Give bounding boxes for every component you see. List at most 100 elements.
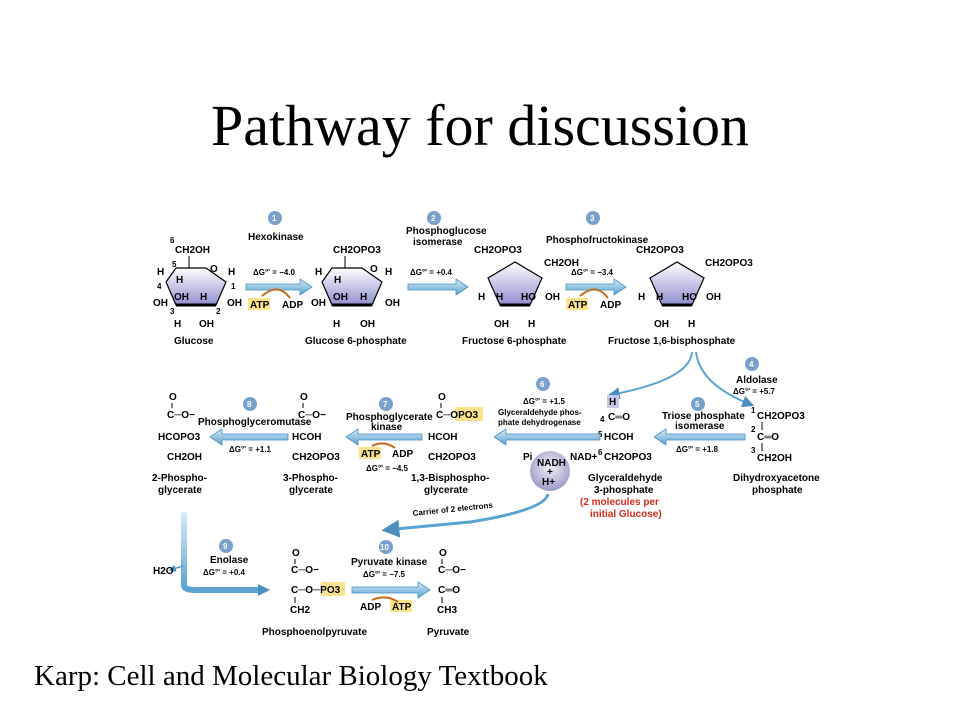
svg-text:8: 8	[247, 400, 252, 409]
svg-text:3: 3	[170, 307, 175, 316]
svg-text:OH: OH	[706, 292, 721, 303]
dg-step-7: ΔG°' = −4.5	[366, 464, 409, 473]
step-4: 4 Aldolase ΔG°' = +5.7	[607, 351, 778, 408]
svg-text:7: 7	[383, 400, 388, 409]
svg-text:H: H	[360, 292, 367, 303]
svg-text:ATP: ATP	[392, 602, 412, 613]
svg-text:CH2OPO3: CH2OPO3	[333, 245, 381, 256]
svg-text:O: O	[292, 548, 300, 559]
svg-text:H: H	[200, 292, 207, 303]
svg-text:H: H	[528, 319, 535, 330]
svg-text:4: 4	[600, 415, 605, 424]
dg-step-1: ΔG°' = −4.0	[253, 268, 296, 277]
svg-text:glycerate: glycerate	[424, 485, 468, 496]
svg-text:CH3: CH3	[437, 605, 457, 616]
step-2: 2 Phosphoglucose isomerase ΔG°' = +0.4	[406, 211, 487, 296]
pyruvate-molecule: O C─O− C═O CH3 Pyruvate	[427, 548, 470, 638]
svg-text:OH: OH	[545, 292, 560, 303]
svg-text:O: O	[169, 392, 177, 403]
step-8: 8 Phosphoglyceromutase ΔG°' = +1.1	[198, 397, 312, 454]
svg-text:OH: OH	[199, 319, 214, 330]
svg-text:CH2OPO3: CH2OPO3	[292, 452, 340, 463]
svg-text:4: 4	[157, 282, 162, 291]
h2o-label: H2O	[153, 566, 174, 577]
1-3-bisphosphoglycerate-molecule: O C─OPO3 HCOH CH2OPO3 1,3-Bisphospho- gl…	[411, 392, 489, 496]
glucose-molecule: 6 CH2OH 5 O H H 1 4 H OH H OH OH 3 2 H O…	[153, 236, 242, 347]
svg-text:1: 1	[231, 282, 236, 291]
enzyme-hexokinase: Hexokinase	[248, 232, 304, 243]
svg-text:H: H	[334, 275, 341, 286]
svg-text:H: H	[315, 267, 322, 278]
svg-text:O: O	[439, 548, 447, 559]
svg-text:5: 5	[695, 400, 700, 409]
svg-text:CH2OH: CH2OH	[167, 452, 202, 463]
svg-text:O: O	[370, 264, 378, 275]
svg-text:CH2OPO3: CH2OPO3	[705, 258, 753, 269]
step-10: 10 Pyruvate kinase ΔG°' = −7.5 ADP ATP	[351, 540, 431, 613]
step-7: 7 Phosphoglycerate kinase ATP ADP ΔG°' =…	[345, 397, 433, 473]
svg-text:CH2OPO3: CH2OPO3	[474, 245, 522, 256]
svg-text:CH2OH: CH2OH	[757, 453, 792, 464]
svg-text:6: 6	[540, 380, 545, 389]
svg-text:H: H	[496, 292, 503, 303]
svg-text:H+: H+	[542, 477, 555, 488]
g6p-label: Glucose 6-phosphate	[305, 336, 407, 347]
f6p-label: Fructose 6-phosphate	[462, 336, 567, 347]
svg-text:CH2OPO3: CH2OPO3	[428, 452, 476, 463]
nad-label: NAD+	[570, 452, 598, 463]
svg-text:ADP: ADP	[360, 602, 381, 613]
pep-label: Phosphoenolpyruvate	[262, 627, 367, 638]
step-6: 6 ΔG°' = +1.5 Glyceraldehyde phos- phate…	[493, 377, 601, 491]
dg-step-3: ΔG°' = −3.4	[571, 268, 614, 277]
dg-step-6: ΔG°' = +1.5	[523, 397, 566, 406]
svg-text:kinase: kinase	[371, 422, 403, 433]
dg-step-5: ΔG°' = +1.8	[676, 445, 719, 454]
svg-text:phosphate: phosphate	[752, 485, 803, 496]
svg-text:C═O: C═O	[757, 432, 779, 443]
svg-text:HO: HO	[521, 292, 536, 303]
dg-step-2: ΔG°' = +0.4	[410, 268, 453, 277]
svg-text:H: H	[176, 275, 183, 286]
svg-text:HCOH: HCOH	[428, 432, 457, 443]
glyceraldehyde-3-phosphate-molecule: H 4 C═O 5 HCOH 6 CH2OPO3 Glyceraldehyde …	[580, 395, 663, 520]
fructose-6-phosphate-molecule: CH2OPO3 CH2OH O H H HO OH OH H Fructose …	[462, 245, 579, 347]
step-1: 1 Hexokinase ΔG°' = −4.0 ATP ADP	[245, 211, 313, 311]
svg-text:Glyceraldehyde phos-: Glyceraldehyde phos-	[498, 408, 582, 417]
svg-text:4: 4	[749, 360, 754, 369]
gap-note-line2: initial Glucose)	[590, 509, 662, 520]
svg-text:Triose phosphate: Triose phosphate	[662, 411, 745, 422]
svg-text:ATP: ATP	[568, 300, 588, 311]
svg-text:C─O−: C─O−	[291, 565, 319, 576]
carrier-note: Carrier of 2 electrons	[412, 501, 494, 518]
svg-text:ADP: ADP	[392, 449, 413, 460]
svg-text:5: 5	[172, 260, 177, 269]
svg-text:ATP: ATP	[361, 449, 381, 460]
svg-text:H: H	[478, 292, 485, 303]
svg-text:isomerase: isomerase	[413, 237, 463, 248]
svg-text:H: H	[638, 292, 645, 303]
enzyme-pyruvate-kinase: Pyruvate kinase	[351, 557, 428, 568]
svg-text:Phosphoglucose: Phosphoglucose	[406, 226, 487, 237]
enzyme-enolase: Enolase	[210, 555, 249, 566]
svg-text:C─O−: C─O−	[438, 565, 466, 576]
glucose-label: Glucose	[174, 336, 214, 347]
svg-text:phate dehydrogenase: phate dehydrogenase	[498, 418, 581, 427]
svg-text:2: 2	[216, 307, 221, 316]
svg-text:OH: OH	[153, 298, 168, 309]
svg-text:HCOPO3: HCOPO3	[158, 432, 201, 443]
svg-text:O: O	[300, 392, 308, 403]
svg-text:Phosphoglycerate: Phosphoglycerate	[346, 412, 433, 423]
svg-text:OH: OH	[494, 319, 509, 330]
dg-step-10: ΔG°' = −7.5	[363, 570, 406, 579]
svg-text:9: 9	[223, 542, 228, 551]
step-3: 3 Phosphofructokinase ΔG°' = −3.4 ATP AD…	[546, 211, 649, 311]
svg-text:3: 3	[751, 446, 756, 455]
svg-text:CH2OPO3: CH2OPO3	[757, 411, 805, 422]
fructose-1-6-bisphosphate-molecule: CH2OPO3 CH2OPO3 O H H HO OH OH H Fructos…	[608, 245, 753, 347]
dg-step-9: ΔG°' = +0.4	[203, 568, 246, 577]
enzyme-aldolase: Aldolase	[736, 375, 778, 386]
svg-text:10: 10	[380, 543, 389, 552]
svg-text:2: 2	[431, 214, 436, 223]
phosphoenolpyruvate-molecule: O C─O− C─O─PO3 CH2 Phosphoenolpyruvate	[262, 548, 367, 638]
